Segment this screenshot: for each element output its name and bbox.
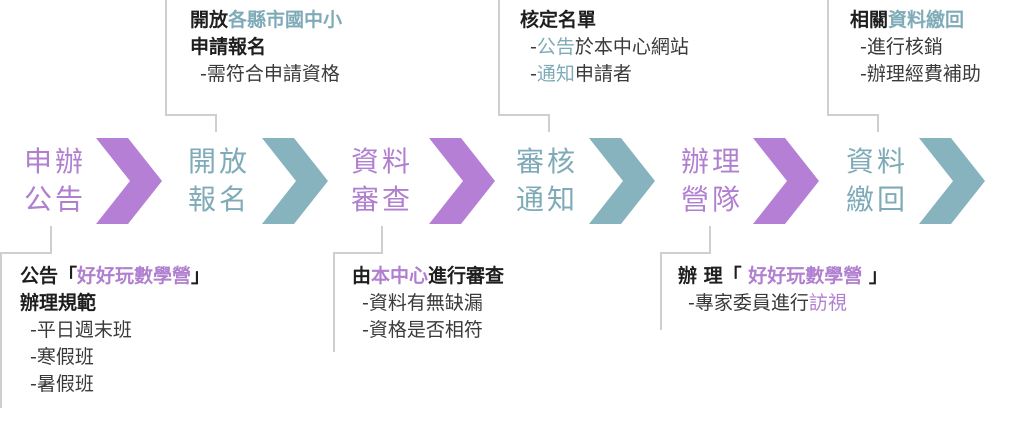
note-4-item-2-rest: 申請者 (574, 63, 632, 85)
note-6-title-a: 相關 (850, 9, 889, 31)
note-5-item-1: -專家委員進行訪視 (678, 290, 888, 317)
note-3-title-b: 進行審查 (428, 265, 505, 287)
step-label-1: 申辦 公告 (10, 143, 100, 219)
note-6-title-highlight: 資料繳回 (888, 9, 965, 31)
note-4-item-1: -公告於本中心網站 (520, 34, 689, 61)
note-5-title-a: 辦 理「 (678, 265, 749, 287)
connector-line-4-h (498, 114, 550, 116)
note-4-item-1-highlight: 公告 (536, 36, 575, 58)
step-2-line1: 開放 (187, 145, 250, 178)
note-1-title-line2: 辦理規範 (20, 292, 97, 314)
connector-line-5-v (660, 252, 662, 330)
note-step-1: 公告「好好玩數學營」 辦理規範 -平日週末班 -寒假班 -暑假班 (20, 263, 210, 398)
note-step-2: 開放各縣市國中小 申請報名 -需符合申請資格 (190, 7, 342, 88)
connector-line-4-v (548, 114, 550, 132)
step-label-3: 資料 審查 (337, 143, 427, 219)
chevron-arrow-6 (919, 138, 985, 224)
note-2-title-line2: 申請報名 (190, 36, 267, 58)
chevron-arrow-4 (589, 138, 655, 224)
note-5-title-b: 」 (862, 265, 888, 287)
step-label-4: 審核 通知 (502, 143, 592, 219)
connector-line-5-h (660, 252, 711, 254)
note-4-item-2-dash: - (530, 63, 537, 85)
note-step-3: 由本中心進行審查 -資料有無缺漏 -資格是否相符 (352, 263, 504, 344)
note-1-title-a: 公告「 (20, 265, 78, 287)
step-label-6: 資料 繳回 (832, 143, 922, 219)
step-1-line1: 申辦 (23, 145, 86, 178)
note-5-item-1-highlight: 訪視 (808, 292, 847, 314)
note-2-title-a: 開放 (190, 9, 229, 31)
step-6-line1: 資料 (845, 145, 908, 178)
connector-line-3-h (333, 252, 383, 254)
chevron-arrow-3 (429, 138, 495, 224)
note-1-title: 公告「好好玩數學營」 (20, 263, 210, 290)
note-step-4: 核定名單 -公告於本中心網站 -通知申請者 (520, 7, 689, 88)
connector-line-1 (50, 226, 52, 254)
connector-line-6 (827, 0, 829, 116)
connector-line-1-bottom (0, 253, 2, 408)
note-3-title: 由本中心進行審查 (352, 263, 504, 290)
note-2-title-highlight: 各縣市國中小 (228, 9, 343, 31)
connector-line-2-v (215, 114, 217, 132)
step-5-line1: 辦理 (680, 145, 743, 178)
note-2-title: 開放各縣市國中小 (190, 7, 342, 34)
step-label-2: 開放 報名 (174, 143, 264, 219)
note-3-item-1: -資料有無缺漏 (362, 292, 483, 314)
note-1-item-1: -平日週末班 (30, 319, 132, 341)
note-3-title-highlight: 本中心 (371, 265, 429, 287)
note-1-item-3: -暑假班 (30, 373, 94, 395)
step-2-line2: 報名 (187, 183, 250, 216)
connector-line-6-v (877, 114, 879, 132)
note-5-title: 辦 理「 好好玩數學營 」 (678, 263, 888, 290)
note-6-item-1: -進行核銷 (860, 36, 943, 58)
connector-line-3 (381, 226, 383, 254)
step-label-5: 辦理 營隊 (667, 143, 757, 219)
note-3-item-2: -資格是否相符 (362, 319, 483, 341)
note-step-5: 辦 理「 好好玩數學營 」 -專家委員進行訪視 (678, 263, 888, 317)
note-2-item-1: -需符合申請資格 (200, 63, 340, 85)
note-1-title-b: 」 (191, 265, 211, 287)
connector-line-2 (165, 0, 167, 116)
step-5-line2: 營隊 (680, 183, 743, 216)
chevron-arrow-1 (96, 138, 162, 224)
note-1-title-highlight: 好好玩數學營 (77, 265, 192, 287)
note-4-item-2: -通知申請者 (520, 61, 689, 88)
step-4-line2: 通知 (515, 183, 578, 216)
chevron-arrow-2 (262, 138, 328, 224)
connector-line-4 (498, 0, 500, 116)
note-6-item-2: -辦理經費補助 (860, 63, 981, 85)
connector-line-6-h (827, 114, 879, 116)
connector-line-1-h (0, 252, 52, 254)
step-1-line2: 公告 (23, 183, 86, 216)
step-3-line2: 審查 (350, 183, 413, 216)
step-6-line2: 繳回 (845, 183, 908, 216)
note-4-item-1-dash: - (530, 36, 537, 58)
note-4-title: 核定名單 (520, 9, 597, 31)
note-4-item-1-rest: 於本中心網站 (574, 36, 689, 58)
connector-line-5 (709, 226, 711, 254)
connector-line-2-h (165, 114, 217, 116)
note-5-title-highlight: 好好玩數學營 (748, 265, 863, 287)
connector-line-3-v (333, 252, 335, 352)
step-3-line1: 資料 (350, 145, 413, 178)
note-6-title: 相關資料繳回 (850, 7, 981, 34)
note-step-6: 相關資料繳回 -進行核銷 -辦理經費補助 (850, 7, 981, 88)
note-3-title-a: 由 (352, 265, 372, 287)
note-5-item-1-text: -專家委員進行 (688, 292, 809, 314)
note-4-item-2-highlight: 通知 (536, 63, 575, 85)
note-1-item-2: -寒假班 (30, 346, 94, 368)
chevron-arrow-5 (753, 138, 819, 224)
step-4-line1: 審核 (515, 145, 578, 178)
